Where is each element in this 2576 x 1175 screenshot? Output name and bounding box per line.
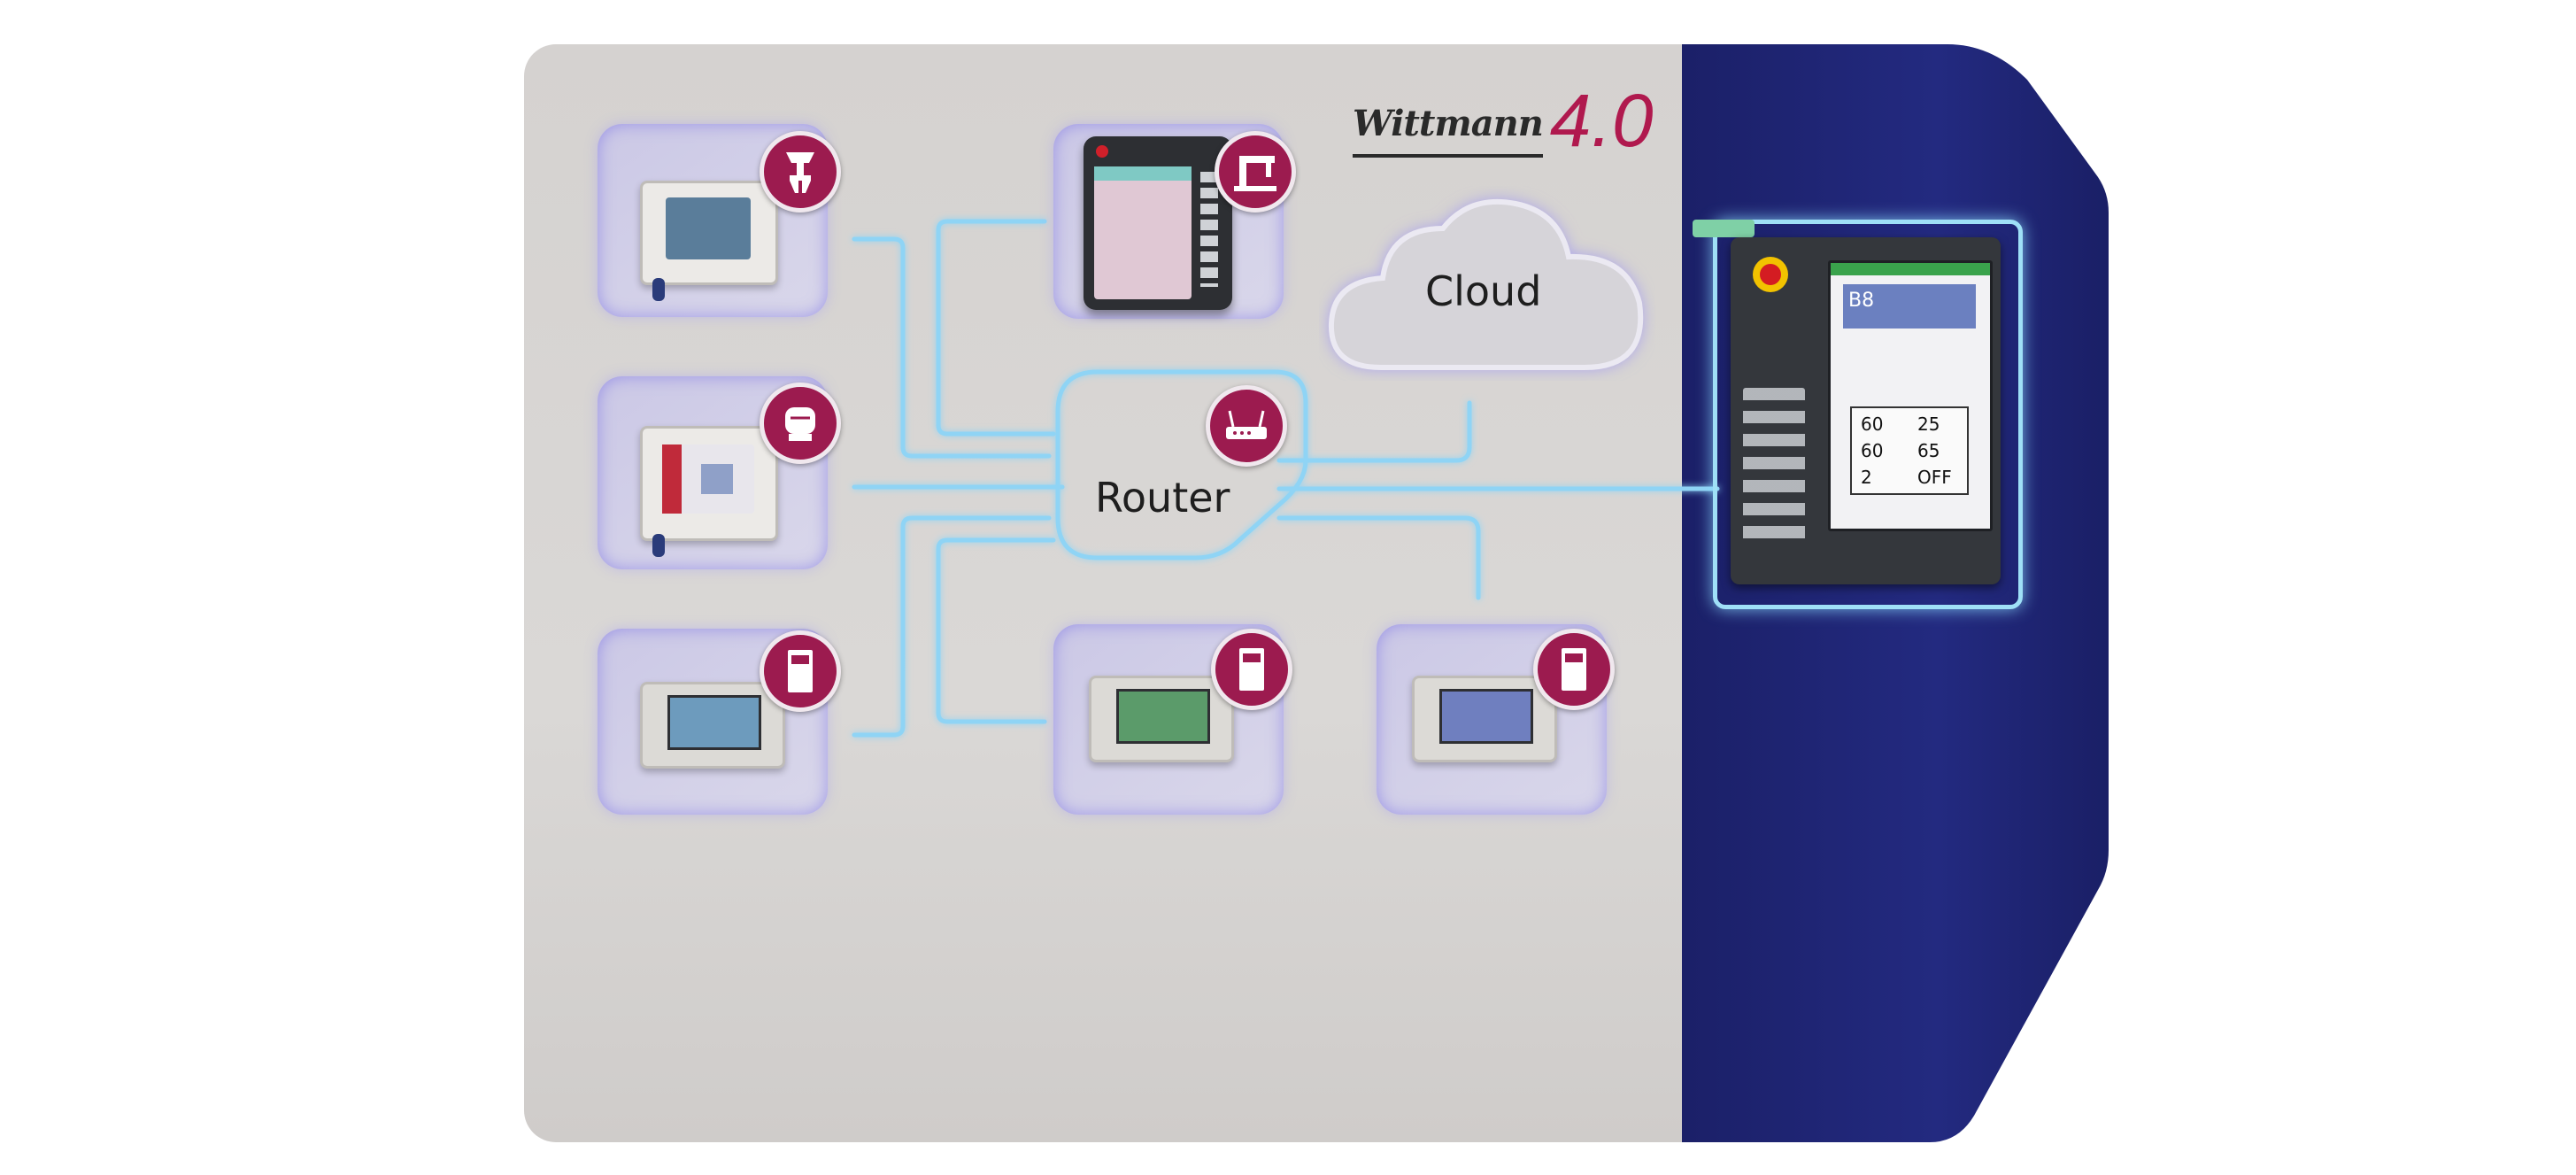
controller-top-tab (1693, 220, 1755, 237)
cloud-label: Cloud (1425, 267, 1542, 315)
screen-header (1094, 166, 1192, 181)
screen-widget (701, 464, 733, 494)
device-slot-gripper (598, 124, 828, 317)
tcu-value-left-1: 60 (1861, 414, 1884, 435)
key-column (1200, 172, 1218, 287)
temperature-controller-icon (788, 650, 813, 692)
temperature-controller-icon (1562, 648, 1586, 691)
cloud-node (1328, 198, 1644, 370)
device-screen (1439, 689, 1533, 744)
emergency-stop-button[interactable] (1760, 264, 1781, 285)
device-screen (662, 444, 754, 514)
router-badge (1206, 385, 1287, 467)
router-icon (1226, 410, 1267, 439)
device-panel (1084, 136, 1232, 310)
screen-header-text: B8 (1848, 290, 1875, 312)
brand-logo: Wittmann 4.0 (1353, 78, 1662, 158)
device-panel (1412, 676, 1557, 762)
screen-hero: B8 (1843, 284, 1976, 329)
tcu-value-right-2: 65 (1917, 440, 1940, 461)
device-badge (760, 630, 841, 712)
controller-glow-frame (1713, 220, 2023, 609)
device-slot-tcu-2 (1053, 624, 1284, 815)
stop-button-indicator (1096, 145, 1108, 158)
device-screen (1116, 689, 1210, 744)
robot-arm-icon (1234, 156, 1276, 191)
device-panel (640, 426, 778, 541)
device-screen (667, 695, 761, 750)
device-badge (760, 131, 841, 213)
screen-status-bar (1831, 263, 1990, 275)
device-badge (1533, 629, 1615, 710)
tcu-value-right-3: OFF (1917, 467, 1952, 488)
device-screen (666, 197, 751, 259)
machine-controller: B8 60 60 2 25 65 OFF (1731, 237, 2001, 584)
controller-screen: B8 60 60 2 25 65 OFF (1828, 260, 1993, 531)
brand-name: Wittmann (1353, 106, 1544, 158)
device-badge (1215, 131, 1296, 213)
router-label: Router (1095, 474, 1230, 522)
device-panel (1089, 676, 1234, 762)
controller-keypad[interactable] (1743, 388, 1805, 547)
emergency-stop-ring (1753, 257, 1788, 292)
dryer-icon (785, 407, 815, 441)
gripper-icon (786, 152, 814, 193)
temperature-controller-icon (1239, 648, 1264, 691)
device-stand (652, 278, 665, 301)
device-badge (1211, 629, 1292, 710)
brand-version: 4.0 (1549, 79, 1654, 162)
device-slot-tcu-1 (598, 629, 828, 815)
screen-sidebar (662, 444, 682, 514)
device-stand (652, 534, 665, 557)
device-panel (640, 181, 778, 285)
tcu-value-left-3: 2 (1861, 467, 1872, 488)
tcu-values-panel: 60 60 2 25 65 OFF (1850, 406, 1969, 495)
tcu-value-left-2: 60 (1861, 440, 1884, 461)
device-panel (640, 682, 785, 769)
device-badge (760, 383, 841, 464)
device-screen (1094, 166, 1192, 299)
tcu-value-right-1: 25 (1917, 414, 1940, 435)
